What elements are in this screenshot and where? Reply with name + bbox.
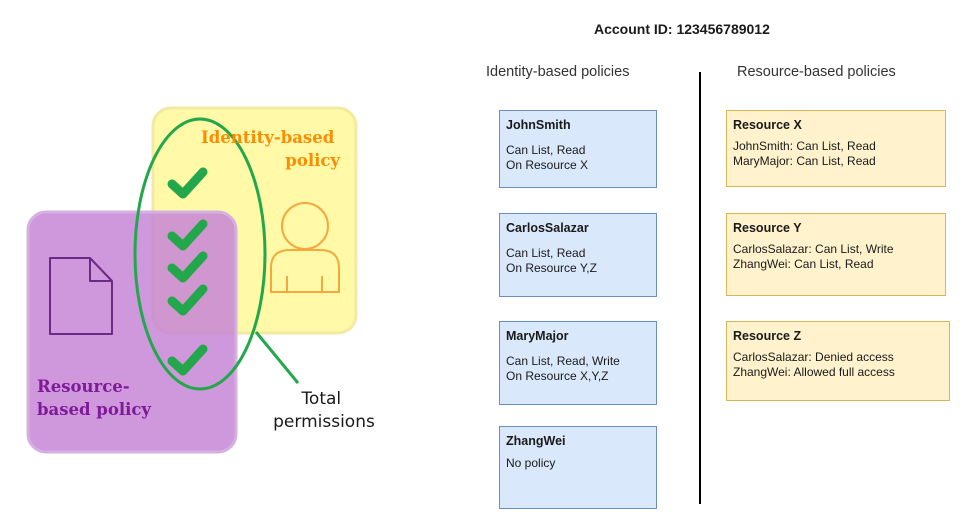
column-divider xyxy=(699,72,701,504)
policy-user-name: ZhangWei xyxy=(506,434,566,448)
policy-user-name: JohnSmith xyxy=(506,118,571,132)
policy-line: Can List, Read xyxy=(506,143,586,157)
resource-policies-heading: Resource-based policies xyxy=(737,64,896,80)
callout-line xyxy=(254,331,300,384)
check-icon xyxy=(167,219,208,251)
identity-policy-zhangwei: ZhangWei No policy xyxy=(499,426,657,509)
policy-line: JohnSmith: Can List, Read xyxy=(733,139,876,153)
policy-line: On Resource X,Y,Z xyxy=(506,369,609,383)
policy-user-name: MaryMajor xyxy=(506,329,569,343)
policy-line: No policy xyxy=(506,456,556,470)
person-icon xyxy=(270,202,340,293)
policy-line: ZhangWei: Allowed full access xyxy=(733,365,895,379)
identity-policy-johnsmith: JohnSmith Can List, Read On Resource X xyxy=(499,110,657,188)
policy-line: MaryMajor: Can List, Read xyxy=(733,154,876,168)
account-id-title: Account ID: 123456789012 xyxy=(594,21,770,37)
document-icon xyxy=(49,257,113,335)
resource-name: Resource Z xyxy=(733,329,802,343)
check-marks xyxy=(167,167,208,376)
policy-user-name: CarlosSalazar xyxy=(506,221,589,235)
policy-line: ZhangWei: Can List, Read xyxy=(733,257,874,271)
venn-diagram: Identity-based policy Resource- based po… xyxy=(26,106,375,454)
resource-name: Resource X xyxy=(733,118,802,132)
check-icon xyxy=(167,284,208,316)
identity-policy-label: Identity-based policy xyxy=(201,128,340,170)
policy-line: On Resource X xyxy=(506,158,589,172)
resource-policy-resource-y: Resource Y CarlosSalazar: Can List, Writ… xyxy=(726,213,946,296)
check-icon xyxy=(167,344,208,376)
policy-line: On Resource Y,Z xyxy=(506,261,597,275)
policy-line: CarlosSalazar: Can List, Write xyxy=(733,242,894,256)
policy-line: CarlosSalazar: Denied access xyxy=(733,350,894,364)
check-icon xyxy=(167,167,208,199)
identity-policy-marymajor: MaryMajor Can List, Read, Write On Resou… xyxy=(499,321,657,405)
resource-policy-resource-z: Resource Z CarlosSalazar: Denied access … xyxy=(726,321,950,401)
check-icon xyxy=(167,251,208,283)
identity-policies-heading: Identity-based policies xyxy=(486,64,630,80)
policy-line: Can List, Read xyxy=(506,246,586,260)
identity-policy-carlossalazar: CarlosSalazar Can List, Read On Resource… xyxy=(499,213,657,297)
resource-name: Resource Y xyxy=(733,221,802,235)
policy-line: Can List, Read, Write xyxy=(506,354,620,368)
total-permissions-ellipse xyxy=(133,117,267,391)
resource-policy-label: Resource- based policy xyxy=(37,377,151,419)
total-permissions-label: Total permissions xyxy=(273,389,375,432)
resource-policy-resource-x: Resource X JohnSmith: Can List, Read Mar… xyxy=(726,110,946,187)
